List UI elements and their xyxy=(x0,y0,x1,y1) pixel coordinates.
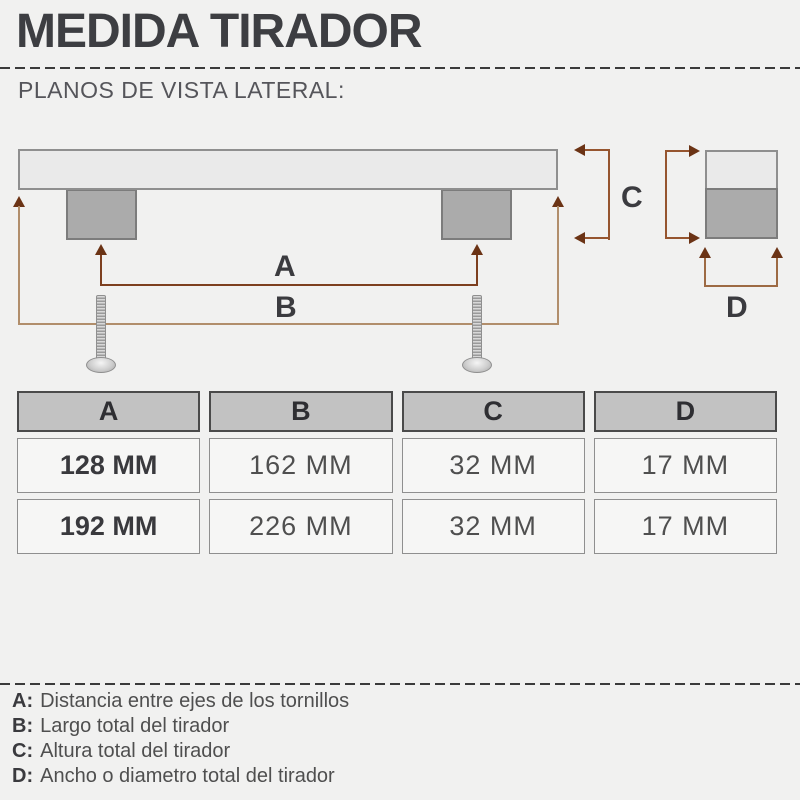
arrow-right-icon xyxy=(689,145,700,157)
handle-post-left xyxy=(66,189,137,240)
dimension-b-line xyxy=(557,206,559,325)
dimension-d-line xyxy=(704,256,706,287)
legend-text: Altura total del tirador xyxy=(40,740,231,762)
table-header-b: B xyxy=(209,391,393,432)
legend-key: A: xyxy=(12,690,34,712)
divider-dashed-top xyxy=(0,67,800,69)
arrow-up-icon xyxy=(95,244,107,255)
table-cell: 17 MM xyxy=(593,499,777,554)
dimension-c-label: C xyxy=(621,181,643,214)
dimension-b-line xyxy=(18,206,20,325)
subtitle: PLANOS DE VISTA LATERAL: xyxy=(18,77,345,103)
dimension-c-line xyxy=(584,237,610,239)
arrow-right-icon xyxy=(689,232,700,244)
screw-shaft-icon xyxy=(96,295,106,363)
legend-text: Ancho o diametro total del tirador xyxy=(40,765,335,787)
table-header-a: A xyxy=(17,391,201,432)
dimension-b-label: B xyxy=(275,291,297,324)
handle-post-right xyxy=(441,189,512,240)
handle-bar-side-view xyxy=(18,149,558,190)
dimension-a-line xyxy=(100,284,478,286)
dimension-c-line xyxy=(667,150,691,152)
arrow-up-icon xyxy=(471,244,483,255)
legend-item-a: A: Distancia entre ejes de los tornillos xyxy=(12,691,788,711)
table-cell: 128 MM xyxy=(17,438,201,493)
dimension-c-line xyxy=(608,149,610,240)
dimension-b-line xyxy=(18,323,559,325)
legend-item-b: B: Largo total del tirador xyxy=(12,716,788,736)
screw-shaft-icon xyxy=(472,295,482,363)
arrow-left-icon xyxy=(574,144,585,156)
legend-key: C: xyxy=(12,740,34,762)
dimension-d-label: D xyxy=(726,291,748,324)
dimension-d-line xyxy=(704,285,778,287)
dimension-a-line xyxy=(476,252,478,286)
dimension-c-line xyxy=(584,149,610,151)
handle-post-end-view xyxy=(705,188,778,239)
table-header-c: C xyxy=(401,391,585,432)
dimension-a-line xyxy=(100,252,102,286)
handle-bar-end-view xyxy=(705,150,778,190)
legend-text: Distancia entre ejes de los tornillos xyxy=(40,690,350,712)
table-cell: 192 MM xyxy=(17,499,201,554)
legend-text: Largo total del tirador xyxy=(40,715,230,737)
arrow-up-icon xyxy=(771,247,783,258)
table-cell: 32 MM xyxy=(401,499,585,554)
dimension-c-line xyxy=(667,237,691,239)
screw-head-icon xyxy=(86,357,116,373)
screw-head-icon xyxy=(462,357,492,373)
table-cell: 17 MM xyxy=(593,438,777,493)
page-title: MEDIDA TIRADOR xyxy=(16,5,423,58)
table-cell: 226 MM xyxy=(209,499,393,554)
dimension-d-line xyxy=(776,256,778,287)
dimension-c-line xyxy=(665,150,667,239)
measurements-table: A B C D 128 MM 162 MM 32 MM 17 MM 192 MM… xyxy=(17,391,777,554)
legend-key: B: xyxy=(12,715,34,737)
arrow-up-icon xyxy=(552,196,564,207)
legend: A: Distancia entre ejes de los tornillos… xyxy=(12,691,788,791)
legend-key: D: xyxy=(12,765,34,787)
table-cell: 32 MM xyxy=(401,438,585,493)
table-cell: 162 MM xyxy=(209,438,393,493)
table-header-d: D xyxy=(593,391,777,432)
arrow-up-icon xyxy=(13,196,25,207)
dimension-a-label: A xyxy=(274,250,296,283)
legend-item-d: D: Ancho o diametro total del tirador xyxy=(12,766,788,786)
arrow-left-icon xyxy=(574,232,585,244)
legend-item-c: C: Altura total del tirador xyxy=(12,741,788,761)
divider-dashed-bottom xyxy=(0,683,800,685)
arrow-up-icon xyxy=(699,247,711,258)
